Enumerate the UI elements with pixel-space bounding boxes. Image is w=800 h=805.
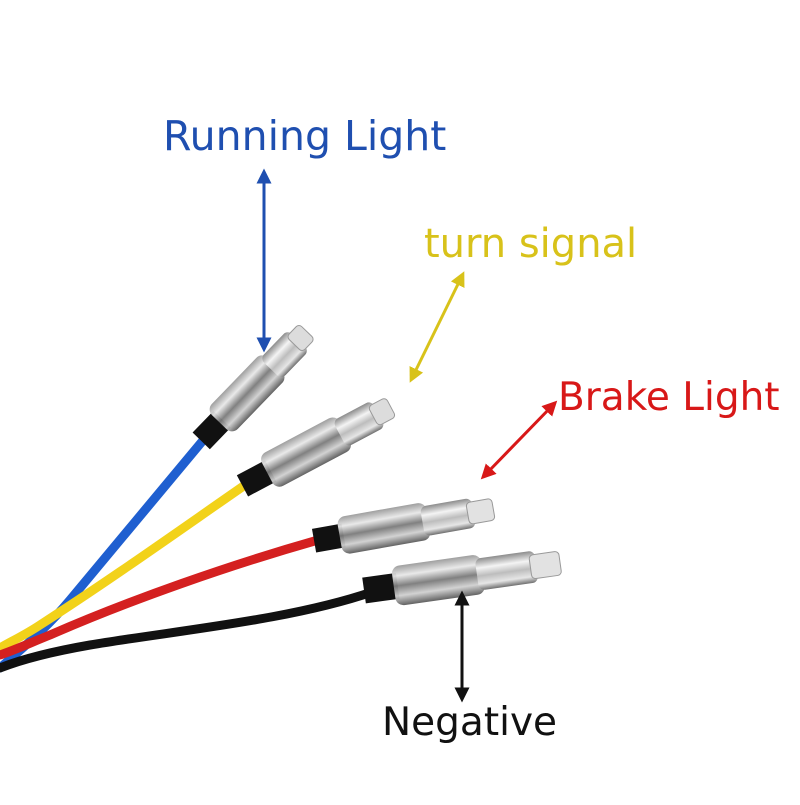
brake-light-arrow [480,400,558,480]
connector-brake-light [311,498,496,554]
black-wire [0,587,377,673]
red-wire [0,535,323,660]
turn-signal-label: turn signal [424,221,638,267]
connector-turn-signal [236,398,396,497]
negative-label: Negative [382,700,558,745]
brake-light-label: Brake Light [558,375,780,420]
yellow-wire [0,480,250,653]
connector-running-light [192,325,314,450]
running-light-label: Running Light [163,112,447,160]
turn-signal-arrow [409,271,465,383]
